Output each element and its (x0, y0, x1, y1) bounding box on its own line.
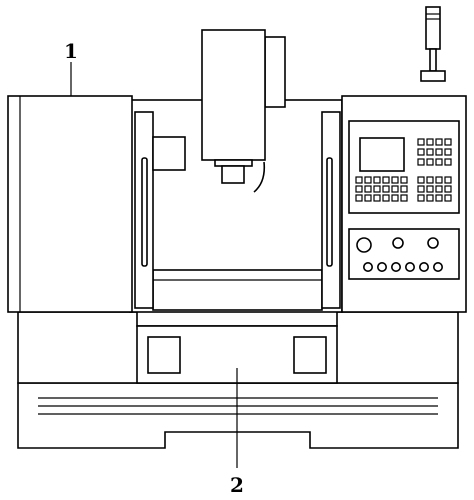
keypad-key (391, 194, 399, 202)
keypad-key (364, 176, 372, 184)
enclosure (129, 99, 343, 313)
keypad-key (444, 185, 452, 193)
operator-panel (348, 228, 460, 280)
operator-button (418, 261, 429, 272)
base-body (17, 382, 459, 449)
keypad-key (382, 185, 390, 193)
alphanumeric-keys (355, 176, 452, 202)
keypad-key (355, 185, 363, 193)
keypad-key (400, 194, 408, 202)
keypad-key (373, 194, 381, 202)
keypad-key (382, 176, 390, 184)
right-door-handle (326, 157, 333, 267)
operator-buttons (362, 261, 443, 272)
operator-button (404, 261, 415, 272)
operator-button (390, 261, 401, 272)
tool-magazine (152, 136, 186, 171)
function-key (444, 148, 452, 156)
function-key (435, 138, 443, 146)
function-key (435, 158, 443, 166)
callout-1: 1 (64, 39, 78, 96)
spindle-housing (201, 29, 266, 161)
function-key (444, 158, 452, 166)
dial-knob-2 (427, 237, 439, 249)
keypad-key (444, 176, 452, 184)
keypad-key (364, 194, 372, 202)
keypad-key (391, 185, 399, 193)
keypad-key (435, 185, 443, 193)
function-key (417, 148, 425, 156)
spindle-nose (214, 159, 253, 167)
function-key (426, 158, 434, 166)
spindle-motor-side (264, 36, 286, 108)
function-key (435, 148, 443, 156)
dial-knob-1 (392, 237, 404, 249)
control-panel (341, 95, 467, 313)
keypad-key (355, 194, 363, 202)
emergency-stop-button (356, 237, 372, 253)
keypad-key (382, 194, 390, 202)
machine-lower-body (17, 305, 459, 384)
keypad-key (373, 185, 381, 193)
keypad-key (373, 176, 381, 184)
coolant-hose (253, 161, 266, 193)
function-key (417, 138, 425, 146)
signal-mast (429, 48, 437, 72)
keypad-key (364, 185, 372, 193)
keypad-key (426, 176, 434, 184)
keypad-key (435, 176, 443, 184)
keypad-key (444, 194, 452, 202)
spindle-head (152, 29, 286, 193)
signal-mount (420, 70, 446, 82)
keypad-key (417, 176, 425, 184)
function-keys (417, 138, 452, 166)
keypad-key (426, 194, 434, 202)
callout-label-1: 1 (64, 39, 78, 63)
keypad-key (400, 176, 408, 184)
keypad-key (400, 185, 408, 193)
cnc-screen (359, 137, 405, 172)
keypad-key (417, 194, 425, 202)
left-door (7, 95, 133, 313)
enclosure-floor (152, 269, 323, 311)
callout-label-2: 2 (230, 473, 244, 497)
function-key (417, 158, 425, 166)
signal-lamp (425, 6, 441, 50)
worktable-window-left (147, 336, 181, 374)
operator-button (432, 261, 443, 272)
keypad-key (391, 176, 399, 184)
left-door-panel (7, 95, 133, 313)
operator-button (376, 261, 387, 272)
keypad-key (355, 176, 363, 184)
machine-base (17, 382, 459, 449)
signal-tower (420, 6, 446, 82)
tool-holder (221, 165, 245, 184)
function-key (444, 138, 452, 146)
function-key (426, 138, 434, 146)
keypad-key (435, 194, 443, 202)
callout-2: 2 (230, 368, 244, 497)
operator-button (362, 261, 373, 272)
keypad-key (426, 185, 434, 193)
worktable-window-right (293, 336, 327, 374)
keypad-key (417, 185, 425, 193)
left-door-handle (141, 157, 148, 267)
function-key (426, 148, 434, 156)
